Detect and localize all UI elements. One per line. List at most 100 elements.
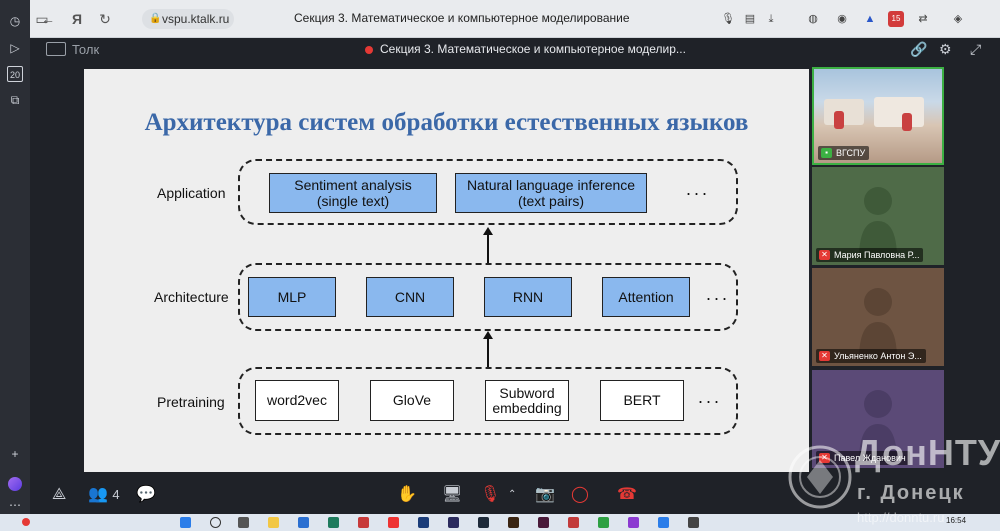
mic-off-icon: ✕ (819, 453, 830, 463)
arrow-line (487, 233, 489, 263)
planet-icon[interactable]: ◉ (837, 13, 847, 25)
row-label-architecture: Architecture (154, 289, 229, 305)
app-name: Толк (72, 42, 100, 57)
chair-shape (834, 111, 844, 129)
app-icon[interactable] (358, 517, 369, 528)
box-bert: BERT (600, 380, 684, 421)
browser-sidebar: ◷ ▷ 20 ⧉ + ⋯ (0, 0, 30, 531)
app-icon[interactable] (328, 517, 339, 528)
mic-off-button[interactable]: 🎙 (480, 486, 501, 503)
link-icon[interactable]: 🔗 (910, 41, 928, 57)
video-tile-ulyanenko[interactable]: ✕ Ульяненко Антон Э... (812, 268, 944, 366)
yandex-browser-icon[interactable] (388, 517, 399, 528)
raise-hand-icon[interactable]: ✋ (397, 486, 417, 503)
participant-label: ▪ ВГСПУ (818, 146, 870, 160)
url-text: vspu.ktalk.ru (162, 12, 230, 26)
box-word2vec: word2vec (255, 380, 339, 421)
back-icon[interactable]: ← (41, 11, 55, 27)
extension-icon[interactable]: ▲ (864, 13, 876, 25)
illustrator-icon[interactable] (508, 517, 519, 528)
people-icon: 👥 (88, 486, 108, 503)
row-label-pretraining: Pretraining (157, 394, 225, 410)
video-tile-vgspu[interactable]: ▪ ВГСПУ (812, 67, 944, 165)
reload-icon[interactable]: ↻ (99, 11, 111, 27)
translate-icon[interactable]: ⇄ (918, 13, 928, 25)
app-icon[interactable] (628, 517, 639, 528)
arrow-line (487, 337, 489, 367)
history-icon[interactable]: ◷ (9, 14, 21, 28)
globe-icon[interactable]: ◍ (808, 13, 818, 25)
yandex-icon[interactable]: Я (71, 11, 83, 27)
participant-label: ✕ Мария Павловна Р... (816, 248, 924, 262)
app-icon[interactable] (688, 517, 699, 528)
mic-off-icon: ✕ (819, 351, 830, 361)
box-rnn: RNN (484, 277, 572, 317)
settings-icon[interactable]: ⚙ (939, 41, 952, 57)
fullscreen-icon[interactable]: ⤢ (970, 41, 982, 57)
bookmark-icon[interactable]: ◈ (953, 13, 963, 25)
photoshop-icon[interactable] (478, 517, 489, 528)
pretraining-more: ... (698, 387, 723, 407)
task-view-icon[interactable] (238, 517, 249, 528)
box-mlp: MLP (248, 277, 336, 317)
app-icon[interactable] (598, 517, 609, 528)
participant-label: ✕ Ульяненко Антон Э... (816, 349, 926, 363)
explorer-icon[interactable] (268, 517, 279, 528)
more-icon[interactable]: ⋯ (9, 498, 21, 512)
table-shape (824, 99, 864, 125)
recording-indicator (365, 46, 373, 54)
screenshot-icon[interactable]: ⧉ (10, 93, 20, 107)
participant-name: Мария Павловна Р... (834, 250, 920, 260)
participants-button[interactable]: 👥 4 (88, 485, 120, 505)
record-button[interactable]: ◯ (571, 486, 589, 503)
start-icon[interactable] (180, 517, 191, 528)
meeting-title: Секция 3. Математическое и компьютерное … (380, 42, 686, 56)
arrow-head (483, 331, 493, 339)
shared-slide: Архитектура систем обработки естественны… (84, 69, 809, 472)
mic-options-chevron-icon[interactable]: ⌃ (508, 489, 517, 500)
video-tile-maria[interactable]: ✕ Мария Павловна Р... (812, 167, 944, 265)
mic-on-icon: ▪ (821, 148, 832, 158)
leave-call-button[interactable]: ☎ (617, 486, 637, 503)
box-cnn: CNN (366, 277, 454, 317)
acrobat-icon[interactable] (568, 517, 579, 528)
box-natural-language-inference: Natural language inference (text pairs) (455, 173, 647, 213)
tabs-icon[interactable]: ▭ (35, 11, 49, 27)
app-icon[interactable] (418, 517, 429, 528)
play-icon[interactable]: ▷ (10, 41, 20, 55)
architecture-group (238, 263, 738, 331)
slide-title: Архитектура систем обработки естественны… (144, 109, 749, 136)
browser-toolbar: ▭ ← Я ↻ 🔒 vspu.ktalk.ru Секция 3. Матема… (30, 0, 1000, 38)
app-icon[interactable] (298, 517, 309, 528)
notification-dot (22, 518, 30, 526)
arrow-head (483, 227, 493, 235)
meeting-toolbar: ⟁ 👥 4 💬 ✋ 🖥 🎙 ⌃ 📷 ◯ ☎ (30, 476, 1000, 514)
chair-shape (902, 113, 912, 131)
watermark-line2: г. Донецк (857, 482, 965, 504)
watermark-line1: ДонНТУ (855, 432, 1000, 473)
chat-icon[interactable]: 💬 (136, 486, 156, 503)
shapes-icon[interactable]: ⟁ (52, 486, 67, 503)
indesign-icon[interactable] (538, 517, 549, 528)
premiere-icon[interactable] (448, 517, 459, 528)
screen-share-icon[interactable]: 🖥 (442, 486, 463, 503)
meeting-header: Толк Секция 3. Математическое и компьюте… (30, 38, 1000, 62)
search-icon[interactable] (210, 517, 221, 528)
os-taskbar: 16:54 (0, 514, 1000, 531)
calendar-icon[interactable]: 15 (888, 11, 904, 27)
app-icon[interactable] (658, 517, 669, 528)
pretraining-group (238, 367, 738, 435)
mic-icon[interactable]: 🎙 (721, 13, 735, 25)
architecture-more: ... (706, 284, 731, 304)
donntu-watermark: ДонНТУ г. Донецк http://donntu.ru (785, 430, 1000, 531)
application-more: ... (686, 179, 711, 199)
address-bar[interactable]: 🔒 vspu.ktalk.ru (142, 9, 234, 29)
alice-icon[interactable] (7, 476, 23, 492)
sidebar-badge[interactable]: 20 (7, 66, 23, 82)
box-glove: GloVe (370, 380, 454, 421)
camera-off-button[interactable]: 📷 (535, 486, 555, 503)
application-group (238, 159, 738, 225)
download-icon[interactable]: ⤓ (768, 13, 774, 25)
add-icon[interactable]: + (11, 447, 19, 461)
reader-icon[interactable]: ▤ (744, 13, 756, 25)
